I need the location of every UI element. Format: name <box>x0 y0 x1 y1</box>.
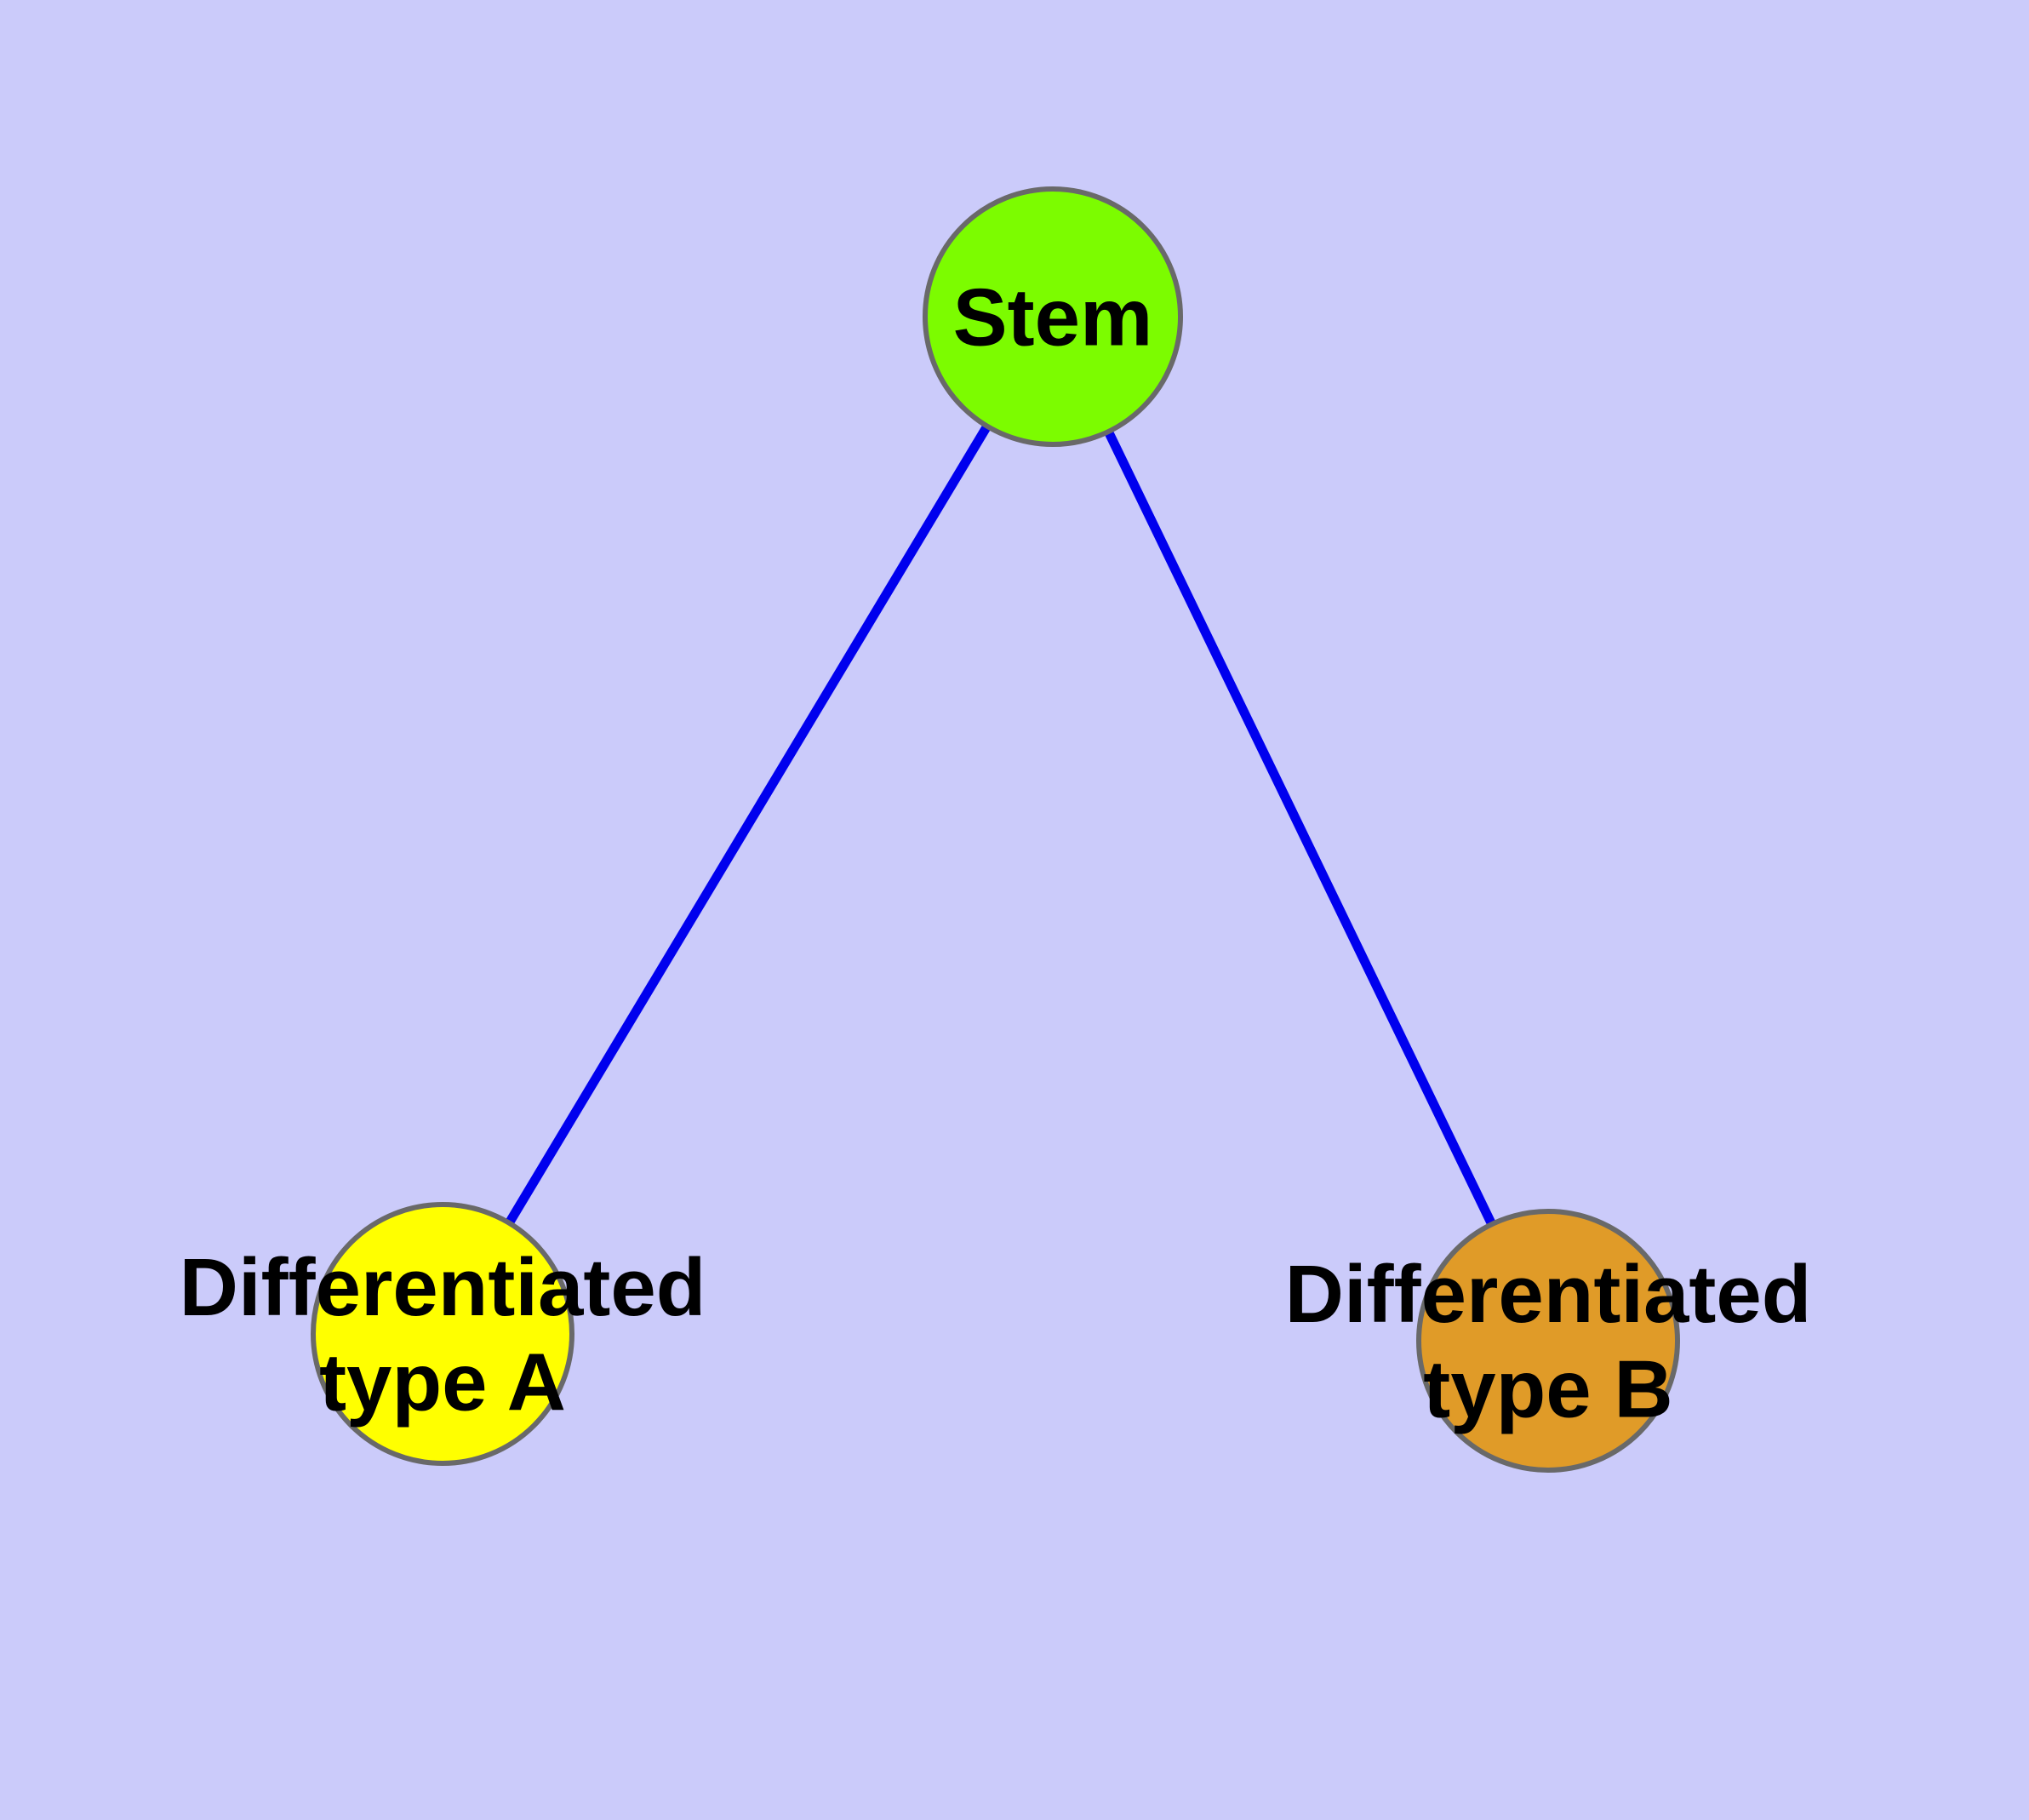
node-label-line: type B <box>1423 1343 1672 1434</box>
node-circle-diff_b[interactable] <box>1416 1209 1680 1473</box>
node-circle-stem[interactable] <box>923 186 1183 447</box>
edges-layer <box>438 314 1552 1343</box>
node-label-stem: Stem <box>953 272 1153 363</box>
edge-stem-diff-a[interactable] <box>438 314 1057 1336</box>
node-label-line: Differentiated <box>1285 1249 1812 1340</box>
node-label-line: type A <box>319 1336 566 1428</box>
node-label-line: Stem <box>953 272 1153 363</box>
node-label-line: Differentiated <box>180 1242 706 1333</box>
node-circle-diff_a[interactable] <box>311 1202 574 1466</box>
edge-stem-diff-b[interactable] <box>1049 314 1552 1343</box>
node-stem[interactable]: Stem <box>923 186 1183 447</box>
